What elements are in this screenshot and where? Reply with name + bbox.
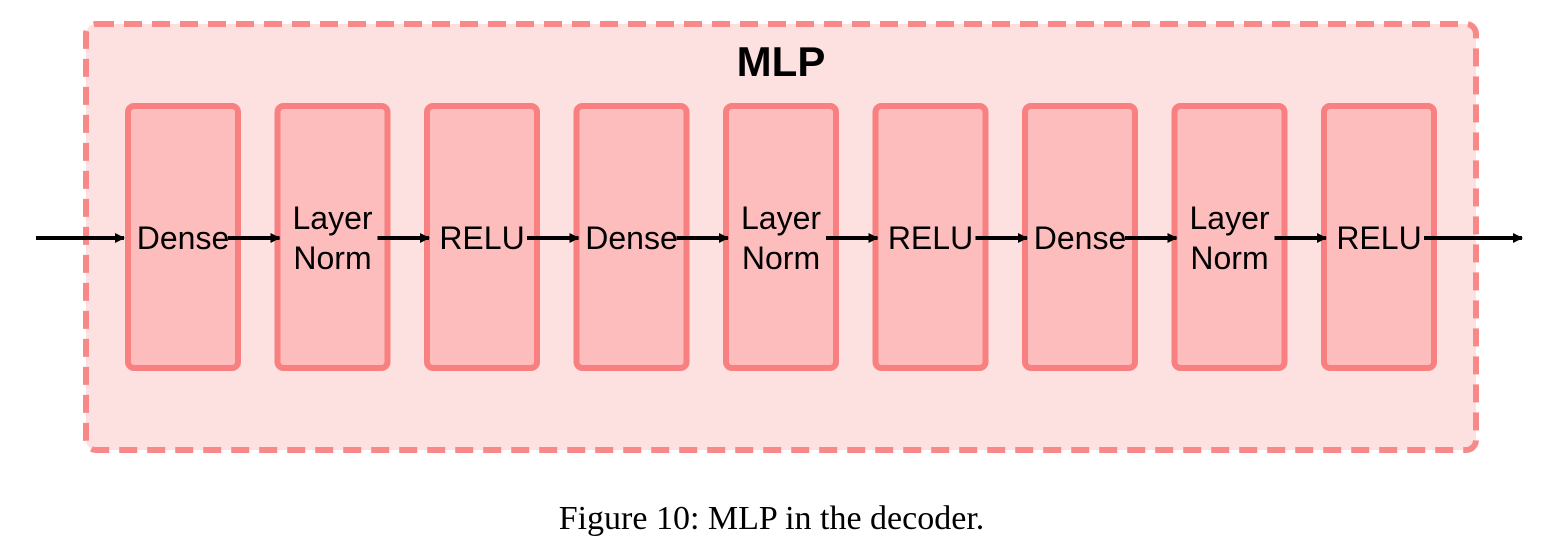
block-label: Layer (1189, 200, 1269, 236)
block-label: Dense (585, 220, 678, 256)
block-4: Dense (573, 103, 690, 371)
block-label: Norm (742, 240, 820, 276)
block-box (274, 103, 391, 371)
block-7: Dense (1022, 103, 1138, 371)
block-label: RELU (439, 220, 524, 256)
figure-caption: Figure 10: MLP in the decoder. (558, 500, 985, 537)
block-box (723, 103, 839, 371)
block-9: RELU (1321, 103, 1437, 371)
block-box (1171, 103, 1288, 371)
block-6: RELU (872, 103, 989, 371)
block-label: Dense (137, 220, 230, 256)
block-1: Dense (125, 103, 241, 371)
block-label: Layer (292, 200, 372, 236)
block-label: Dense (1034, 220, 1127, 256)
block-label: RELU (1336, 220, 1421, 256)
block-label: Norm (1190, 240, 1268, 276)
block-3: RELU (424, 103, 540, 371)
block-label: RELU (888, 220, 973, 256)
block-label: Norm (293, 240, 371, 276)
mlp-title: MLP (737, 38, 826, 85)
block-label: Layer (741, 200, 821, 236)
